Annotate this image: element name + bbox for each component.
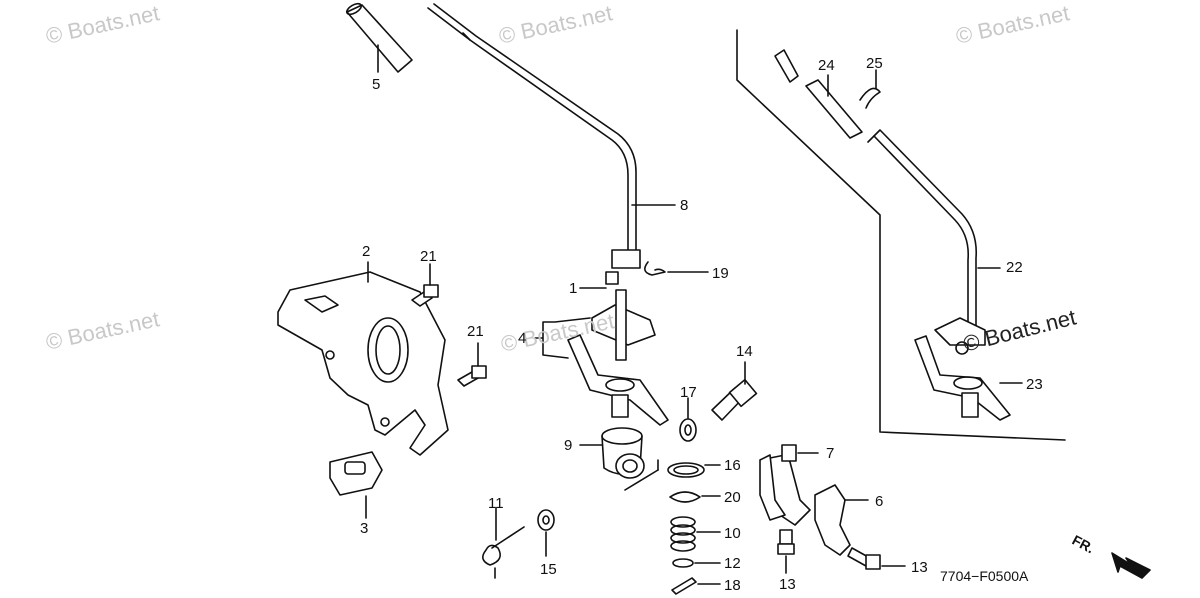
callout-23: 23: [1026, 376, 1043, 393]
callout-17: 17: [680, 384, 697, 401]
part-shift-lever: [427, 3, 676, 269]
part-torsion-spring-11: [482, 507, 525, 579]
callout-16: 16: [724, 457, 741, 474]
callout-5: 5: [372, 76, 381, 93]
part-lever-7: [759, 444, 819, 526]
callout-7: 7: [826, 445, 835, 462]
part-washer-17: [679, 418, 697, 442]
callout-19: 19: [712, 265, 729, 282]
callout-25: 25: [866, 55, 883, 72]
part-lever-22: [867, 129, 1001, 331]
callout-14: 14: [736, 343, 753, 360]
part-grip: [345, 2, 413, 73]
part-washer-15: [537, 509, 555, 531]
part-holder-9: [579, 427, 645, 479]
part-circlip-20: [669, 491, 701, 503]
callout-9: 9: [564, 437, 573, 454]
part-plate-2: [277, 261, 449, 456]
callout-20: 20: [724, 489, 741, 506]
part-clip-19: [644, 261, 666, 276]
callout-22: 22: [1006, 259, 1023, 276]
part-sleeve-24: [774, 49, 863, 139]
callout-13a: 13: [779, 576, 796, 593]
alt-frame: [736, 29, 1066, 441]
part-ring-16: [667, 462, 705, 478]
callout-12: 12: [724, 555, 741, 572]
part-bolt-13a: [777, 529, 795, 574]
callout-21a: 21: [420, 248, 437, 265]
callout-13b: 13: [911, 559, 928, 576]
part-collar-1: [605, 271, 619, 285]
part-spring-10: [670, 516, 721, 552]
callout-10: 10: [724, 525, 741, 542]
part-arm-6: [814, 484, 869, 556]
callout-24: 24: [818, 57, 835, 74]
callout-8: 8: [680, 197, 689, 214]
part-bolt-13b: [847, 547, 906, 570]
part-bolt-14: [711, 361, 758, 421]
part-shift-arms: [534, 289, 669, 426]
callout-3: 3: [360, 520, 369, 537]
callout-21b: 21: [467, 323, 484, 340]
front-arrow: [1111, 552, 1151, 579]
part-arms-23: [914, 317, 1023, 421]
callout-15: 15: [540, 561, 557, 578]
part-cover-3: [329, 451, 383, 519]
callout-2: 2: [362, 243, 371, 260]
part-bolt-21a: [411, 263, 439, 307]
part-pin-18: [671, 577, 697, 595]
part-clip-25: [859, 87, 881, 109]
callout-11: 11: [488, 495, 504, 512]
callout-4: 4: [518, 330, 527, 347]
callout-1: 1: [569, 280, 578, 297]
callout-6: 6: [875, 493, 884, 510]
part-bolt-21b: [457, 342, 487, 387]
callout-18: 18: [724, 577, 741, 594]
diagram-code: 7704−F0500A: [940, 568, 1029, 584]
part-washer-12: [672, 558, 694, 568]
